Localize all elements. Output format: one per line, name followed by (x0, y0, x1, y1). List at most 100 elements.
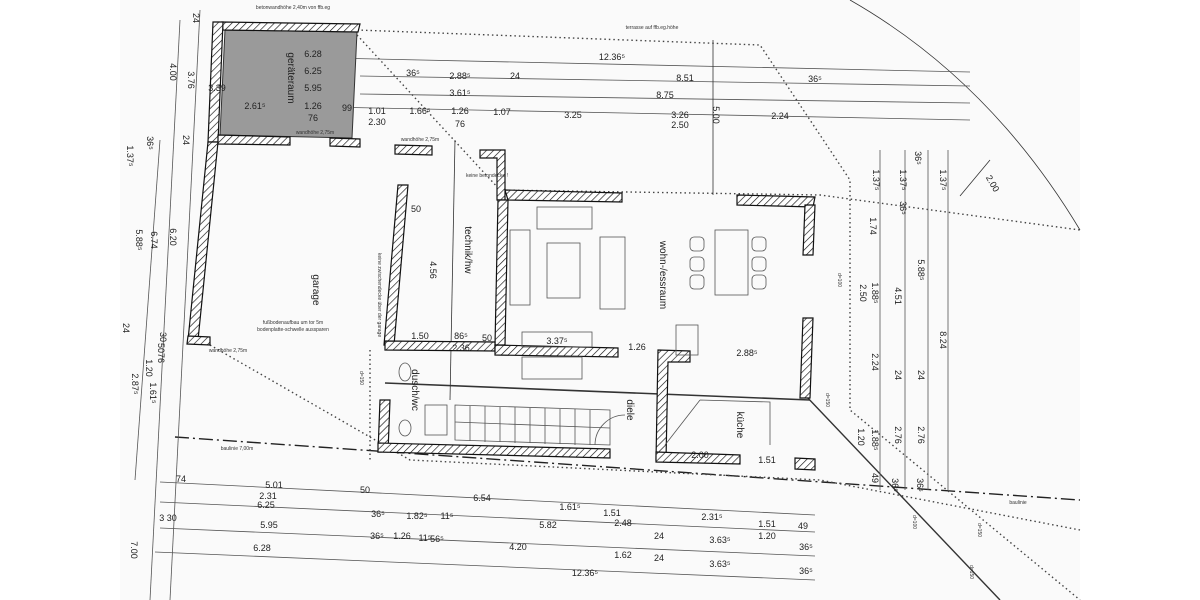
note: wandhöhe 2,75m (209, 348, 247, 354)
dimension-bottom: 49 (798, 521, 808, 531)
dimension-bottom: 11⁵ (418, 533, 431, 543)
dimension-bottom: 2.31 (259, 491, 277, 501)
room-label-diele: diele (624, 399, 635, 421)
note: betonwandhöhe 2,40m von ffb.eg (256, 5, 330, 11)
note: baulinie (1009, 500, 1026, 506)
dimension-top: 1.66⁵ (409, 106, 431, 116)
dimension-interior: 1.51 (758, 455, 776, 465)
note: bodenplatte-schwelle aussparen (257, 327, 329, 333)
dimension-bottom: 5.01 (265, 480, 283, 490)
dimension-top: 36⁵ (808, 74, 822, 84)
dimension-right: 1.37⁵ (898, 169, 908, 191)
dimension-bottom: 36⁵ (370, 531, 384, 541)
dimension-top: 8.51 (676, 73, 694, 83)
wall (217, 134, 291, 146)
dimension-interior: 3.37⁵ (546, 336, 568, 346)
furniture (398, 206, 771, 446)
dimension-right: 1.88⁵ (870, 429, 880, 451)
dimension-right: 8.24 (938, 331, 948, 349)
note: fußbodenaufbau um tor 5m (263, 320, 323, 326)
dimension-top: 3.26 (671, 110, 689, 120)
dimension-bottom: 74 (176, 474, 186, 484)
dimension-right: 1.88⁵ (870, 282, 880, 304)
dimension-right: 1.20 (856, 428, 866, 446)
wall (799, 317, 814, 399)
dimension-bottom: 6.54 (473, 493, 491, 503)
wall (186, 335, 211, 346)
dimension-bottom: 2.48 (614, 518, 632, 528)
baulinie-line (174, 436, 1081, 501)
dimension-bottom: 56⁵ (430, 534, 444, 544)
dimension-bottom: 3.63⁵ (709, 535, 731, 545)
wall (384, 340, 496, 352)
dimension-bottom: 5.95 (260, 520, 278, 530)
property-curve (849, 0, 1081, 231)
dimension-top: 12.36⁵ (599, 52, 626, 62)
dimension-right: 36⁵ (913, 151, 923, 165)
wall (794, 457, 816, 471)
dimension-top: 5.00 (711, 106, 721, 124)
dimension-interior: 1.50 (411, 331, 429, 341)
dimension-bottom: 36⁵ (799, 542, 813, 552)
dimension-interior: 86⁵ (454, 331, 468, 341)
dimension-left: 76 (156, 353, 166, 363)
dimension-left: 6.74 (149, 231, 159, 249)
dimension-right: 36⁵ (915, 478, 925, 492)
dimension-interior: 2.36 (452, 343, 470, 353)
dimension-bottom: 1.51 (603, 508, 621, 518)
dimension-interior: 4.56 (428, 261, 438, 279)
dimension-interior: 50 (482, 333, 492, 343)
note: d=100 (911, 515, 917, 529)
dimension-top: 2.24 (771, 111, 789, 121)
dimension-bottom: 1.26 (393, 531, 411, 541)
dimension-left: 7.00 (129, 541, 139, 559)
note: wandhöhe 2,75m (296, 130, 334, 136)
dimension-geraeteraum: 76 (308, 113, 318, 123)
note: baulinie 7,00m (221, 446, 254, 452)
room-label-garage: garage (310, 274, 321, 306)
dimension-left: 1.37⁵ (125, 145, 135, 167)
wall (479, 149, 506, 201)
dimension-top: 3.25 (564, 110, 582, 120)
room-label-kueche: küche (734, 412, 745, 439)
site-lines (174, 0, 1081, 600)
dimension-bottom: 5.82 (539, 520, 557, 530)
wall (655, 349, 691, 461)
dimension-geraeteraum: 1.26 (304, 101, 322, 111)
wall (377, 442, 611, 459)
note: keine betondecke ! (466, 173, 508, 179)
dimension-top: 2.88⁵ (449, 71, 471, 81)
room-label-technik: technik/hw (462, 226, 473, 274)
wall (329, 137, 361, 148)
dimension-geraeteraum: 5.95 (304, 83, 322, 93)
note: d=100 (836, 273, 842, 287)
dimension-bottom: 3.63⁵ (709, 559, 731, 569)
dimension-left: 4.00 (168, 63, 178, 81)
dimension-right: 36⁵ (898, 201, 908, 215)
dimension-bottom: 11⁵ (440, 511, 453, 521)
dimension-right: 24 (893, 370, 903, 380)
dimension-bottom: 4.20 (509, 542, 527, 552)
dimension-bottom: 3 30 (159, 513, 177, 523)
right-margin (1080, 0, 1200, 600)
dimension-left: 30 (158, 332, 168, 342)
dimension-right: 2.76 (893, 426, 903, 444)
dimension-bottom: 2.31⁵ (701, 512, 723, 522)
dimension-right: 1.37⁵ (871, 169, 881, 191)
dimension-top: 8.75 (656, 90, 674, 100)
dimension-top: 2.30 (368, 117, 386, 127)
wall (494, 199, 509, 346)
note: keine zwischendecke über der garage (376, 253, 382, 337)
dimension-top: 36⁵ (406, 68, 420, 78)
dimension-interior: 1.26 (628, 342, 646, 352)
dimension-right: 5.88⁵ (916, 259, 926, 281)
dimension-right: 1.37⁵ (938, 169, 948, 191)
dimension-top: 3.61⁵ (449, 88, 471, 98)
dimension-top: 1.26 (451, 106, 469, 116)
dimension-top: 2.50 (671, 120, 689, 130)
dimension-left: 3.76 (186, 71, 196, 89)
dimension-right: 4.51 (893, 287, 903, 305)
wall (736, 194, 816, 208)
